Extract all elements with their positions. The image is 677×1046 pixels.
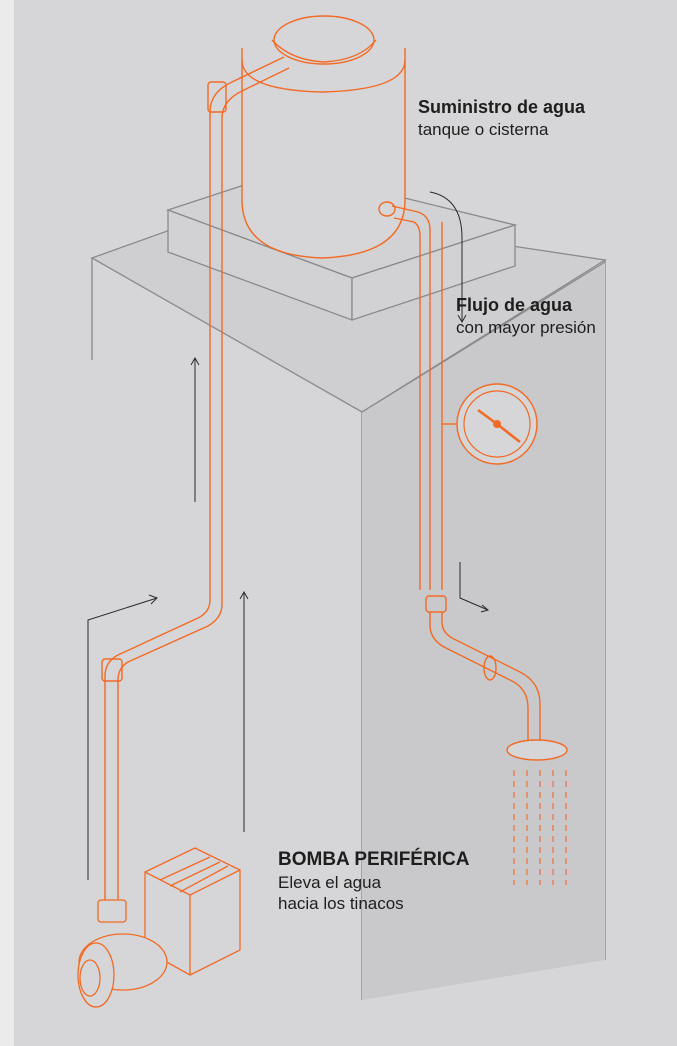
flow-subtitle: con mayor presión xyxy=(456,317,596,337)
supply-title: Suministro de agua xyxy=(418,97,586,117)
left-margin-strip xyxy=(0,0,14,1046)
pump-line-1: Eleva el agua xyxy=(278,872,382,892)
supply-label: Suministro de agua tanque o cisterna xyxy=(418,96,585,140)
pump-title: BOMBA PERIFÉRICA xyxy=(278,849,470,870)
shower-water-icon xyxy=(513,770,567,885)
water-tank xyxy=(241,15,406,259)
pressure-gauge-icon xyxy=(442,383,538,465)
flow-label: Flujo de agua con mayor presión xyxy=(456,294,596,338)
supply-subtitle: tanque o cisterna xyxy=(418,119,549,139)
pump-label: BOMBA PERIFÉRICA Eleva el agua hacia los… xyxy=(278,848,469,914)
peripheral-pump-icon xyxy=(77,847,241,1008)
flow-title: Flujo de agua xyxy=(456,295,573,315)
pump-line-2: hacia los tinacos xyxy=(278,894,404,913)
flow-arrows xyxy=(87,191,490,880)
pipes xyxy=(101,56,568,900)
